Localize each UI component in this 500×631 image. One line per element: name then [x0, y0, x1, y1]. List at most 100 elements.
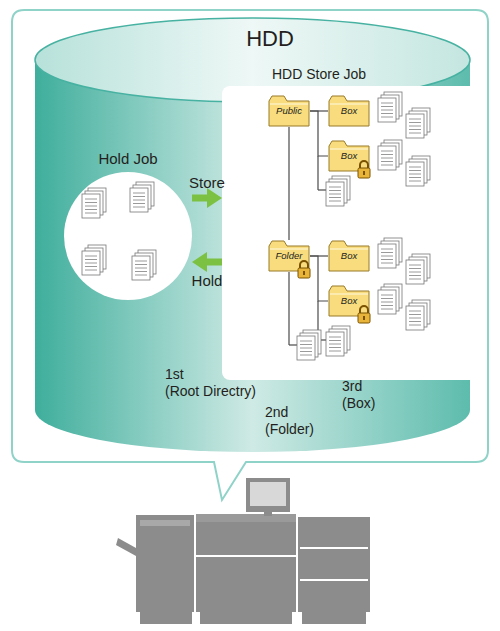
circle-heading: Hold Job — [98, 150, 157, 168]
level-label: 2nd — [265, 404, 288, 421]
document-line — [381, 103, 393, 104]
document-line — [409, 126, 421, 127]
document-line — [409, 129, 421, 130]
document-line — [381, 252, 393, 253]
folder-icon: Box — [328, 285, 370, 317]
document-line — [381, 165, 393, 166]
document-stack — [406, 108, 430, 138]
level-label: (Box) — [342, 395, 375, 412]
tree-branch-line — [289, 127, 290, 240]
document-line — [329, 340, 341, 341]
document-stack — [378, 284, 402, 314]
level-label: 1st — [165, 366, 184, 383]
document-page — [132, 256, 150, 280]
document-line — [409, 181, 421, 182]
document-line — [85, 202, 97, 203]
document-page — [378, 244, 396, 268]
arrow-label: Store — [189, 174, 225, 192]
document-line — [409, 167, 421, 168]
document-line — [329, 197, 341, 198]
document-page — [406, 260, 424, 284]
document-line — [329, 337, 341, 338]
document-line — [85, 256, 97, 257]
document-stack — [378, 92, 402, 122]
document-line — [381, 305, 393, 306]
document-line — [409, 122, 421, 123]
document-line — [381, 161, 393, 162]
document-page — [82, 194, 100, 218]
document-page — [378, 146, 396, 170]
document-line — [133, 196, 145, 197]
document-line — [381, 295, 393, 296]
document-line — [381, 110, 393, 111]
document-page — [406, 306, 424, 330]
level-label: (Folder) — [265, 421, 314, 438]
document-line — [329, 347, 341, 348]
document-stack — [406, 156, 430, 186]
document-line — [381, 113, 393, 114]
panel-heading: HDD Store Job — [272, 66, 366, 83]
document-line — [409, 311, 421, 312]
document-line — [85, 259, 97, 260]
document-line — [409, 272, 421, 273]
document-line — [381, 117, 393, 118]
document-line — [135, 261, 147, 262]
document-line — [409, 268, 421, 269]
document-line — [133, 193, 145, 194]
document-line — [381, 256, 393, 257]
document-line — [381, 302, 393, 303]
document-page — [406, 114, 424, 138]
document-line — [381, 158, 393, 159]
document-line — [329, 351, 341, 352]
document-line — [409, 318, 421, 319]
document-line — [381, 151, 393, 152]
document-line — [329, 344, 341, 345]
document-stack — [406, 300, 430, 330]
arrow-label: Hold — [192, 272, 223, 290]
speech-bubble — [12, 10, 488, 500]
document-line — [409, 119, 421, 120]
document-line — [300, 341, 312, 342]
document-stack — [297, 330, 321, 360]
document-line — [135, 268, 147, 269]
document-line — [85, 266, 97, 267]
document-line — [300, 344, 312, 345]
document-line — [409, 265, 421, 266]
document-line — [409, 177, 421, 178]
document-line — [381, 298, 393, 299]
store-job-panel: HDD Store JobPublicBoxBoxFolderBoxBox — [222, 66, 484, 380]
document-line — [381, 106, 393, 107]
document-page — [378, 290, 396, 314]
document-stack — [378, 140, 402, 170]
folder-icon: Box — [328, 95, 370, 127]
document-line — [135, 264, 147, 265]
document-line — [381, 309, 393, 310]
folder-icon: Box — [328, 240, 370, 272]
panel-shape — [222, 86, 484, 380]
document-stack — [132, 250, 156, 280]
document-page — [326, 332, 344, 356]
folder-icon: Box — [328, 140, 370, 172]
document-stack — [406, 254, 430, 284]
folder-label: Box — [341, 105, 357, 116]
document-line — [381, 154, 393, 155]
document-line — [300, 351, 312, 352]
document-line — [300, 355, 312, 356]
document-line — [329, 201, 341, 202]
document-stack — [82, 188, 106, 218]
document-line — [409, 314, 421, 315]
document-line — [329, 187, 341, 188]
document-line — [329, 190, 341, 191]
document-line — [329, 194, 341, 195]
document-line — [135, 271, 147, 272]
circle-shape — [64, 172, 192, 300]
drive-label: HDD — [246, 26, 294, 52]
document-line — [85, 263, 97, 264]
document-line — [409, 170, 421, 171]
document-line — [85, 209, 97, 210]
document-stack — [378, 238, 402, 268]
folder-icon: Public — [268, 95, 310, 127]
